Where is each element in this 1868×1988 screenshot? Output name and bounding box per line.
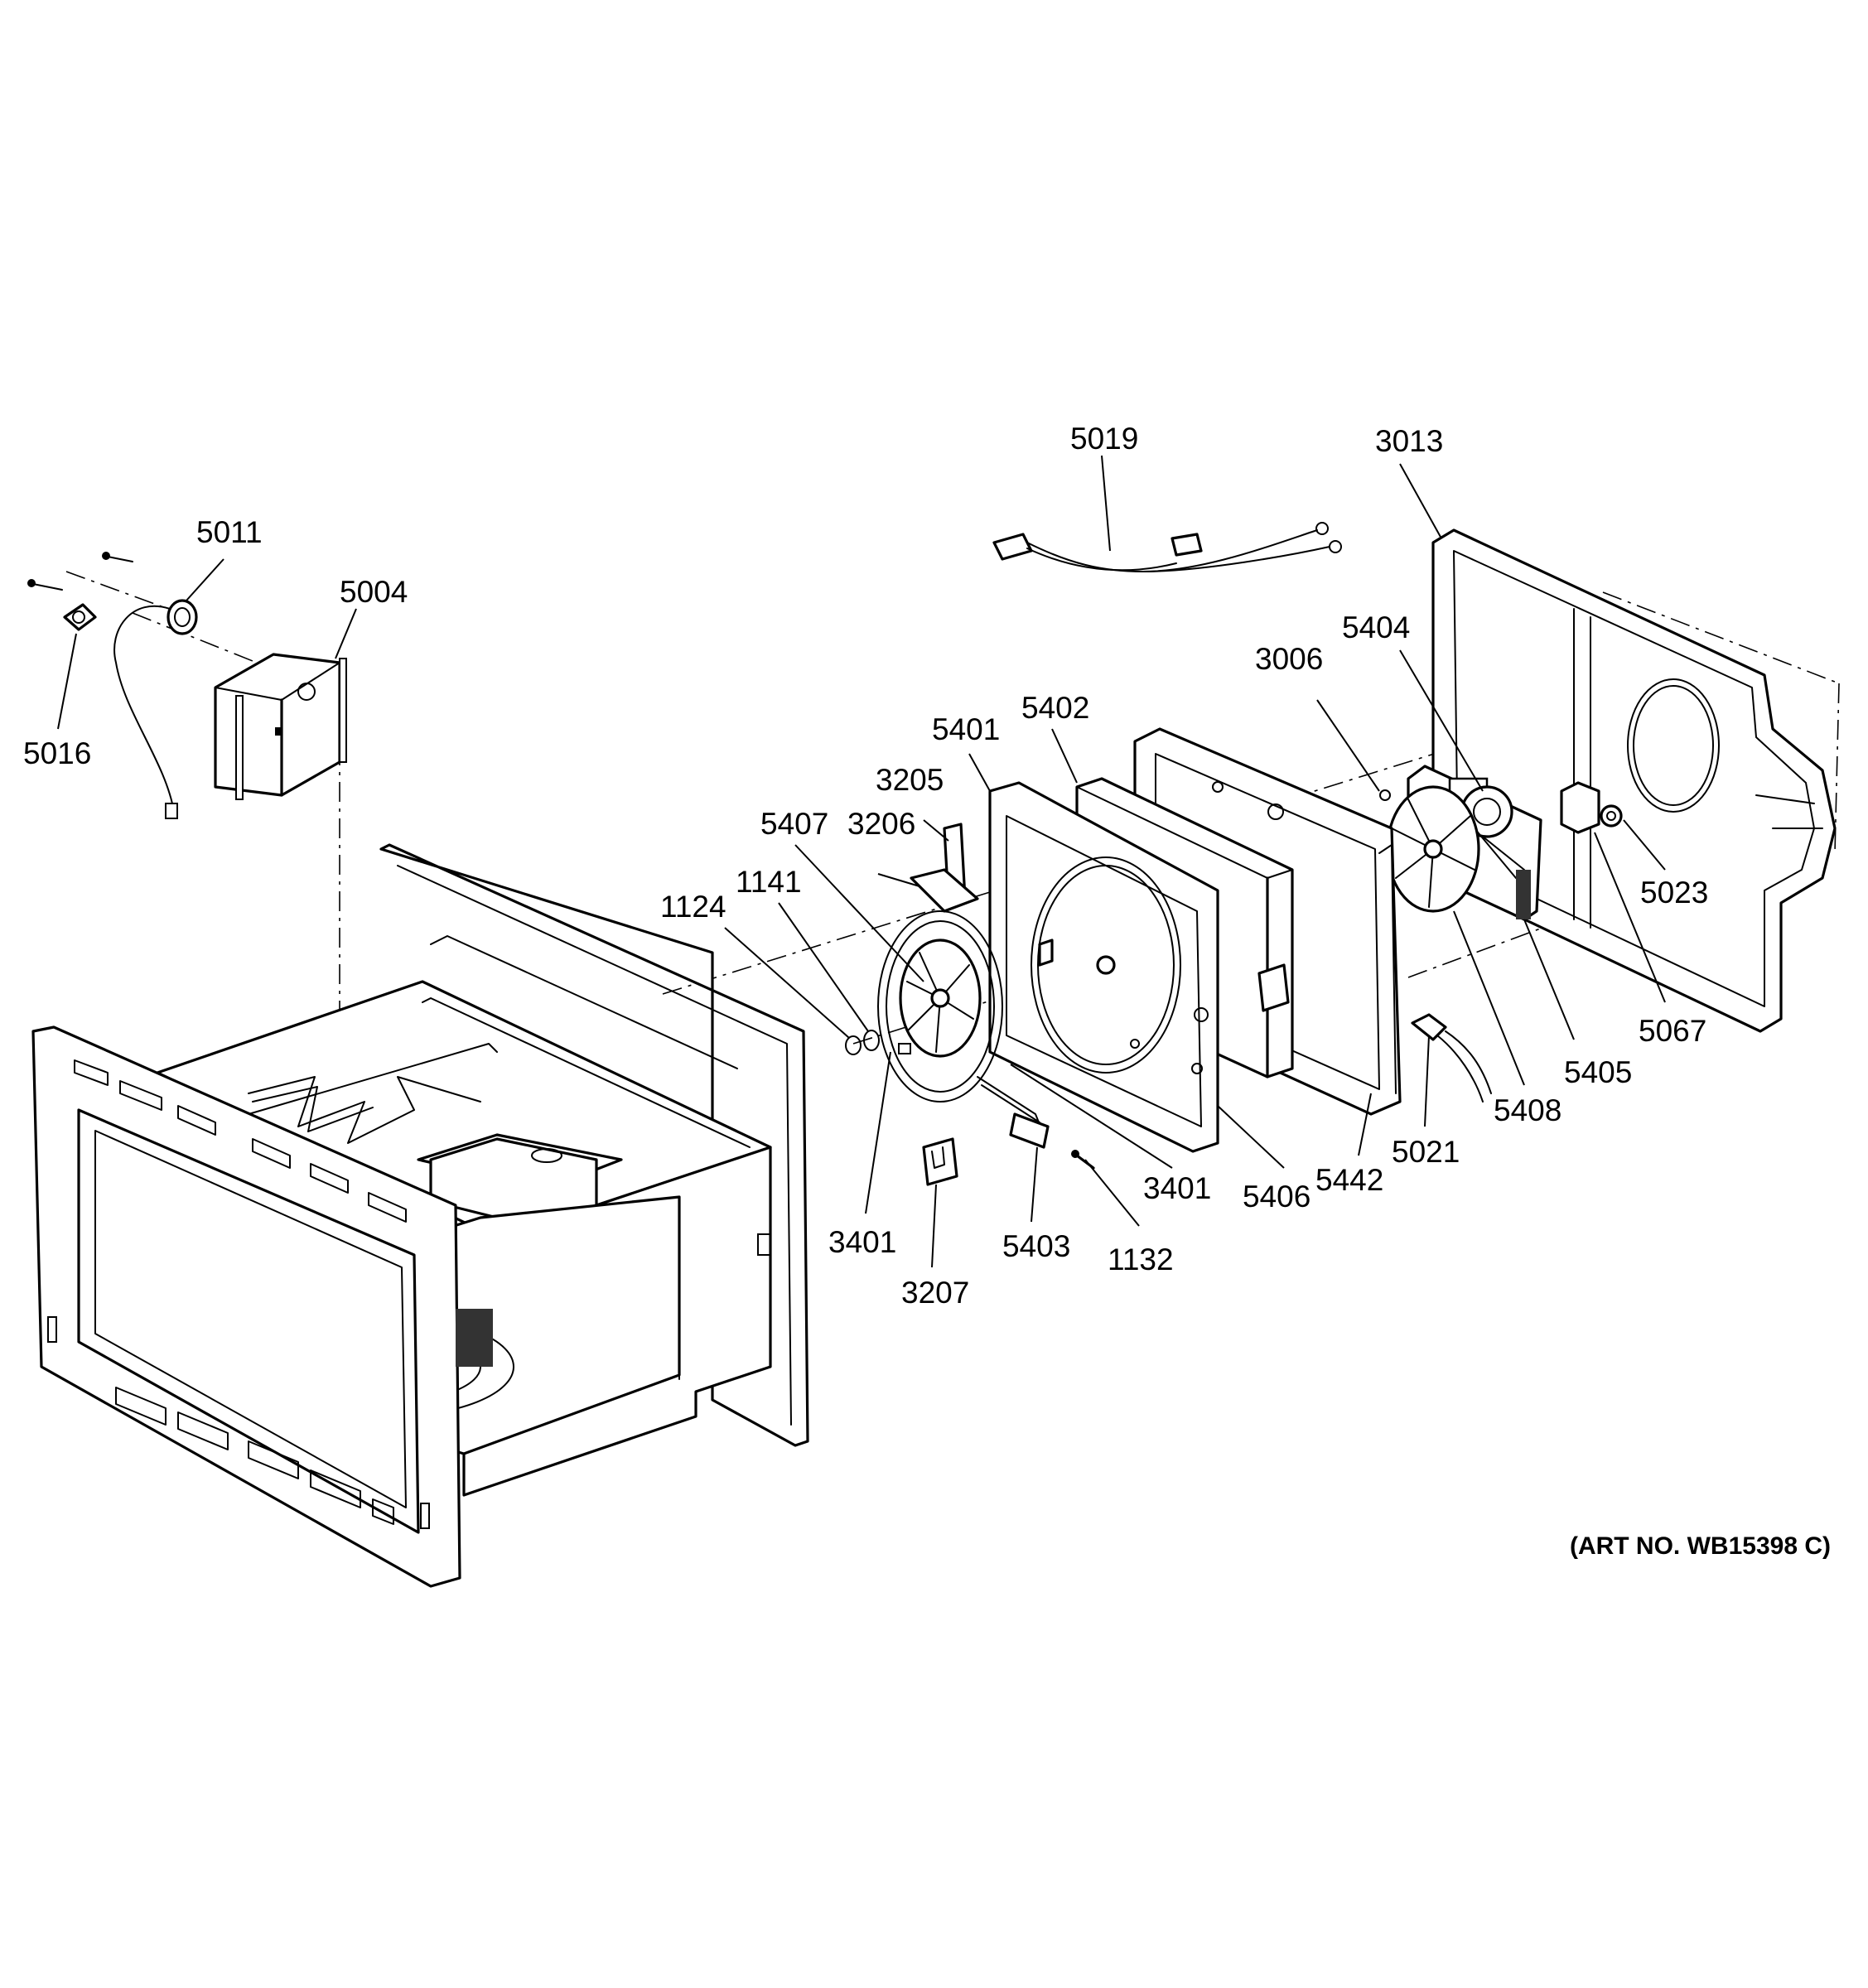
label-5402: 5402 [1021, 691, 1089, 725]
label-3013: 3013 [1375, 424, 1443, 458]
label-5401: 5401 [932, 712, 1000, 746]
heater-cover-5406 [988, 781, 1219, 1153]
washers-1124-1141 [845, 1030, 880, 1055]
label-5023: 5023 [1640, 876, 1708, 910]
label-3401-right: 3401 [1143, 1171, 1211, 1205]
bracket-3205-3206 [910, 823, 979, 913]
label-3206: 3206 [847, 807, 915, 841]
back-panel-3013 [1431, 528, 1837, 1033]
clip-3207 [922, 1137, 958, 1186]
label-1141: 1141 [736, 865, 802, 899]
oven-cavity-assembly [31, 843, 809, 1588]
label-3401-left: 3401 [828, 1225, 896, 1259]
label-1132: 1132 [1108, 1242, 1174, 1276]
label-5403: 5403 [1002, 1229, 1070, 1263]
sensor-5016 [27, 579, 97, 631]
label-5404: 5404 [1342, 610, 1410, 644]
label-5406: 5406 [1243, 1180, 1310, 1214]
label-5407: 5407 [760, 807, 828, 841]
leader-lines [57, 455, 1666, 1268]
label-5021: 5021 [1392, 1135, 1460, 1169]
connector-5021 [1411, 1013, 1492, 1103]
bracket-5004 [214, 653, 347, 800]
part-labels: 5019 3013 5011 5004 5016 3006 5404 5402 … [23, 422, 1831, 1560]
label-5408: 5408 [1494, 1093, 1561, 1127]
label-5019: 5019 [1070, 422, 1138, 456]
label-5004: 5004 [340, 575, 408, 609]
label-5405: 5405 [1564, 1055, 1632, 1089]
label-5067: 5067 [1639, 1014, 1706, 1048]
label-1124: 1124 [660, 890, 726, 924]
sensor-3006 [1379, 789, 1391, 801]
art-number: (ART NO. WB15398 C) [1570, 1532, 1831, 1560]
label-3207: 3207 [901, 1276, 969, 1310]
label-5442: 5442 [1315, 1163, 1383, 1197]
thermostat-5011 [102, 552, 198, 819]
label-5016: 5016 [23, 736, 91, 770]
convection-fan-5408 [1386, 785, 1480, 913]
label-5011: 5011 [196, 515, 263, 549]
heating-element-5407 [877, 910, 1050, 1149]
label-3205: 3205 [876, 763, 944, 797]
label-3006: 3006 [1255, 642, 1323, 676]
thermal-switch-5023-5067 [1560, 781, 1623, 834]
wire-harness-5019 [992, 522, 1342, 572]
